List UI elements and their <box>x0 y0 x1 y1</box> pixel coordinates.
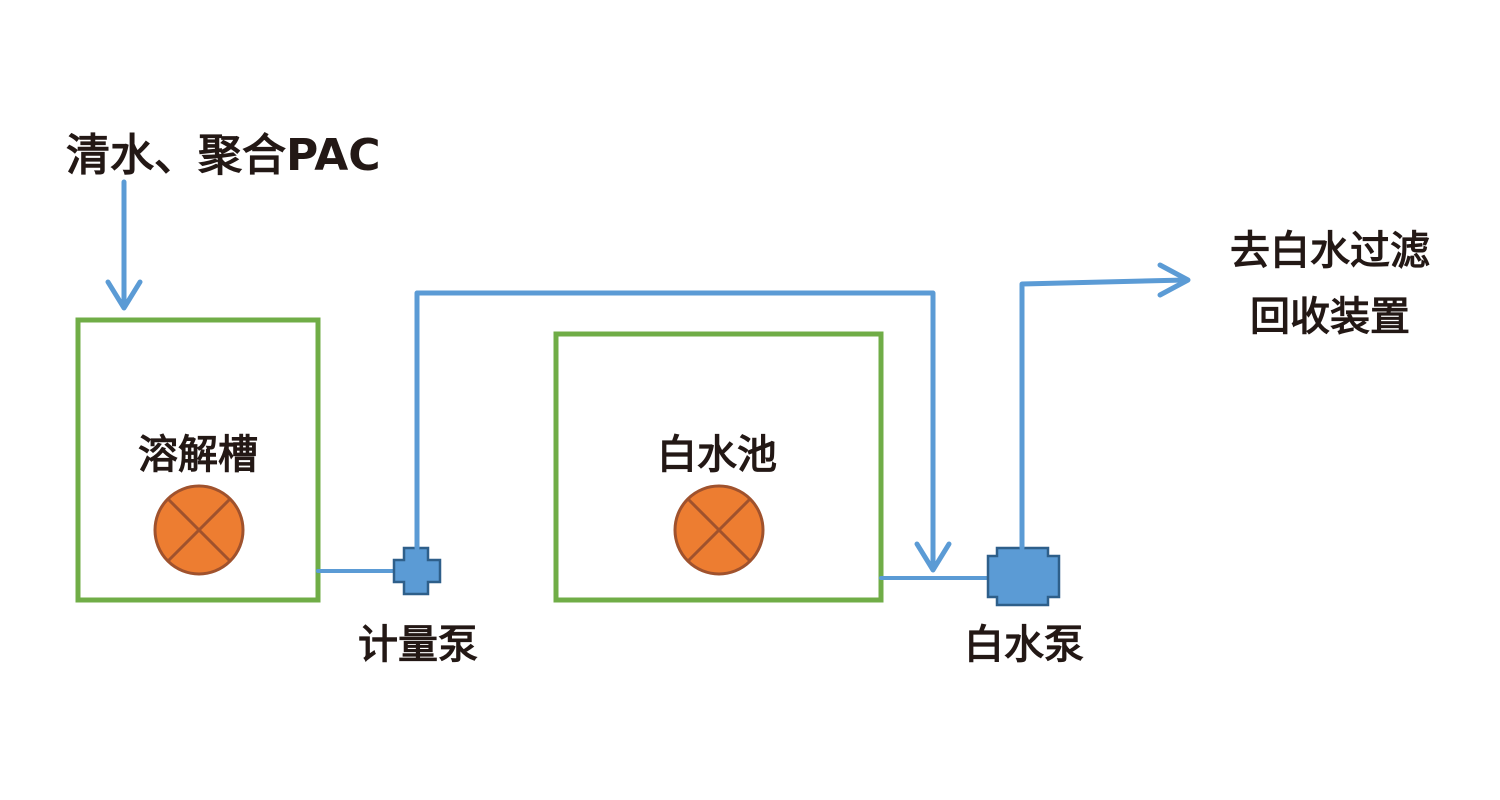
input-pipe <box>105 179 143 311</box>
output-label-line1: 去白水过滤 <box>1230 228 1430 274</box>
white-water-pump-icon <box>986 546 1061 607</box>
metering-pump-icon <box>392 546 442 596</box>
agitator-icon <box>153 484 245 576</box>
output-pipe <box>1019 262 1191 551</box>
metering-pump-label: 计量泵 <box>358 622 478 668</box>
dissolving-tank-label: 溶解槽 <box>138 432 258 478</box>
flow-arrow-icon <box>105 279 143 311</box>
dissolving-tank <box>75 317 321 603</box>
white-water-pool-label: 白水池 <box>657 432 777 478</box>
flow-arrow-icon <box>914 541 952 573</box>
flow-arrow-icon <box>1157 262 1191 298</box>
white-water-pump-label: 白水泵 <box>964 622 1084 668</box>
white-water-pool <box>553 331 884 603</box>
output-label-line2: 回收装置 <box>1250 294 1410 340</box>
input-label: 清水、聚合PAC <box>66 130 381 181</box>
agitator-icon <box>673 484 765 576</box>
pipe-metering-to-white-water <box>414 290 952 573</box>
